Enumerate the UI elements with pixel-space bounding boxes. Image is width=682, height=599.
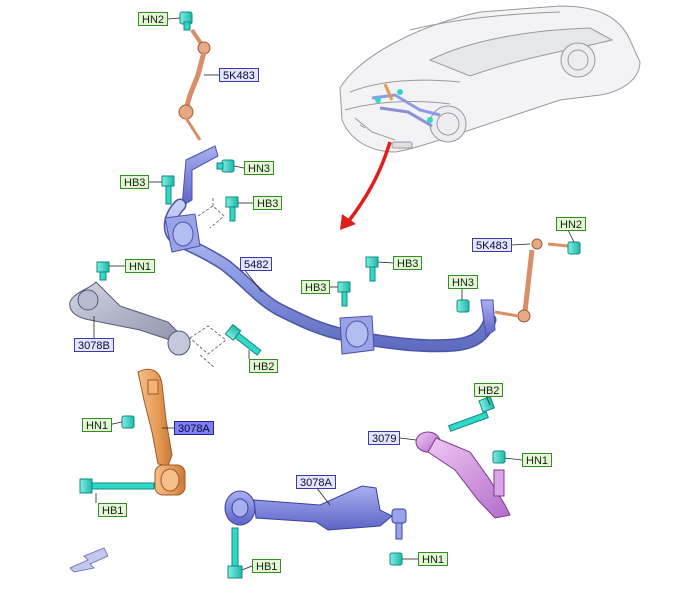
callout-3078b: 3078B xyxy=(74,338,114,352)
bolt-icon xyxy=(227,527,243,579)
callout-hn1-right: HN1 xyxy=(522,453,553,467)
callout-5k483-top: 5K483 xyxy=(219,68,259,82)
nut-icon xyxy=(389,552,403,566)
bolt-icon xyxy=(365,256,379,282)
callout-hn3-right: HN3 xyxy=(448,275,479,289)
callout-hn3-top: HN3 xyxy=(244,161,275,175)
callout-3079: 3079 xyxy=(368,431,401,445)
bolt-icon xyxy=(161,175,175,205)
callout-hb2-right: HB2 xyxy=(474,383,504,397)
lower-control-arm-3078b xyxy=(69,261,191,356)
callout-hb2-center: HB2 xyxy=(249,359,279,373)
nut-icon xyxy=(179,11,193,31)
callout-hb3-b: HB3 xyxy=(253,196,283,210)
callout-hn2-right: HN2 xyxy=(556,217,587,231)
bolt-icon xyxy=(224,323,262,356)
pointer-arrow-icon xyxy=(340,141,392,230)
upper-arm-3079 xyxy=(415,431,511,519)
callout-hn2-top: HN2 xyxy=(138,12,169,26)
nut-icon xyxy=(216,159,235,173)
view-direction-arrow-icon xyxy=(69,547,109,573)
callout-hn1-mid: HN1 xyxy=(82,418,113,432)
bolt-icon xyxy=(337,281,351,307)
bracket-outline xyxy=(197,196,225,229)
callout-hb3-d: HB3 xyxy=(301,280,331,294)
lower-control-arm-3078a xyxy=(224,485,407,540)
callout-5482: 5482 xyxy=(240,257,273,271)
callout-hb3-c: HB3 xyxy=(393,256,423,270)
bolt-icon xyxy=(448,396,495,432)
callout-hb1-left: HB1 xyxy=(98,503,128,517)
nut-icon xyxy=(456,299,470,313)
end-link-top xyxy=(178,28,211,141)
callout-hb1-bottom: HB1 xyxy=(252,559,282,573)
tension-strut-3078a xyxy=(137,368,186,496)
vehicle-locator-sketch xyxy=(339,5,641,153)
nut-icon xyxy=(121,415,135,429)
stabilizer-bar xyxy=(163,145,497,355)
callout-hn1-bottom: HN1 xyxy=(418,552,449,566)
callout-hn1-left: HN1 xyxy=(125,259,156,273)
callout-hb3-a: HB3 xyxy=(120,175,150,189)
callout-3078a-selected: 3078A xyxy=(174,421,214,435)
nut-icon xyxy=(567,241,581,255)
bolt-icon xyxy=(79,478,155,494)
callout-3078a-lower: 3078A xyxy=(296,475,336,489)
callout-5k483-right: 5K483 xyxy=(472,238,512,252)
bolt-icon xyxy=(225,196,239,222)
nut-icon xyxy=(492,450,506,464)
bracket-outline xyxy=(189,325,227,369)
